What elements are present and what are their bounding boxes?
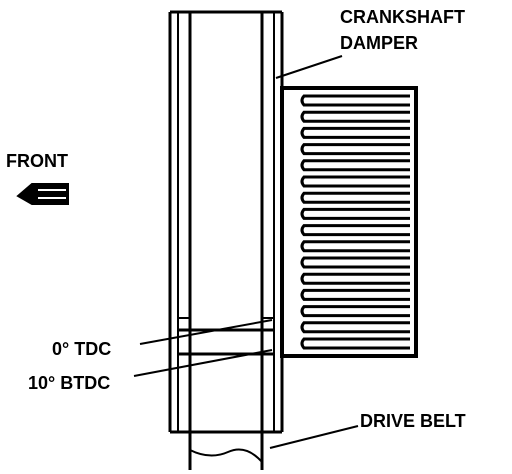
arrow-left-icon [16,183,69,205]
crankshaft-label: CRANKSHAFT [340,7,465,27]
damper-fin [300,272,410,285]
damper-fin [300,256,410,269]
drive-belt-leader [269,425,359,449]
damper-fin [300,321,410,334]
leader-lines [133,55,359,449]
damper-fin [300,224,410,237]
damper-fins [300,94,410,350]
damper-fin [300,288,410,301]
damper-fin [300,305,410,318]
damper-fin [300,143,410,156]
btdc-label: 10° BTDC [28,373,111,393]
damper-fin [300,175,410,188]
damper-fin [300,207,410,220]
damper-body [168,10,284,434]
damper-hub [280,86,418,358]
damper-fin [300,126,410,139]
tdc-leader [139,319,273,345]
damper-fin [300,191,410,204]
damper-fin [300,110,410,123]
tdc-label: 0° TDC [52,339,112,359]
front-label: FRONT [6,151,68,171]
damper-fin [300,240,410,253]
damper-fin [300,94,410,107]
damper-label: DAMPER [340,33,419,53]
damper-fin [300,337,410,350]
timing-marks [178,328,274,356]
drive-belt-label: DRIVE BELT [360,411,466,431]
btdc-leader [133,349,273,377]
drive-belt [188,12,275,470]
damper-fin [300,159,410,172]
crankshaft-damper-leader [275,55,343,79]
